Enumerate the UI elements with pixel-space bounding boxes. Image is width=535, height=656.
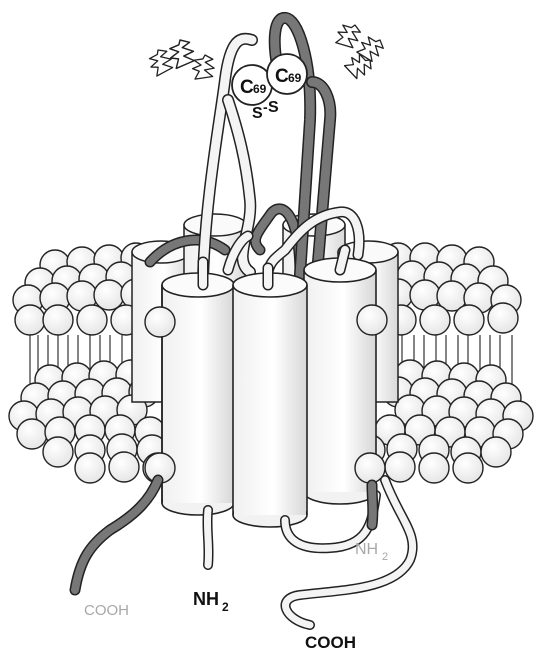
disulfide-bond: C 69 C 69 S - S bbox=[232, 54, 307, 122]
disulfide-s2: S bbox=[268, 99, 279, 116]
lightning-bolt-icon bbox=[333, 22, 384, 82]
nh2-front-subscript: 2 bbox=[222, 600, 229, 614]
nh2-back-subscript: 2 bbox=[382, 551, 388, 563]
helix-front-center bbox=[233, 273, 307, 527]
cooh-left-label: COOH bbox=[84, 602, 129, 619]
terminal-labels: COOH NH 2 NH 2 COOH bbox=[84, 541, 388, 652]
nh2-front-label: NH bbox=[193, 589, 219, 609]
front-helices bbox=[162, 258, 376, 527]
cys-right-letter: C bbox=[275, 66, 289, 87]
cooh-bottom-label: COOH bbox=[305, 633, 356, 652]
cys-left-letter: C bbox=[240, 77, 254, 98]
lightning-bolt-icon bbox=[144, 35, 221, 85]
helix-front-left bbox=[162, 273, 234, 515]
cysteine-right: C 69 bbox=[267, 54, 307, 94]
disulfide-s1: S bbox=[252, 105, 263, 122]
cys-right-number: 69 bbox=[288, 71, 302, 85]
cys-left-number: 69 bbox=[253, 82, 267, 96]
nh2-back-label: NH bbox=[355, 541, 378, 558]
